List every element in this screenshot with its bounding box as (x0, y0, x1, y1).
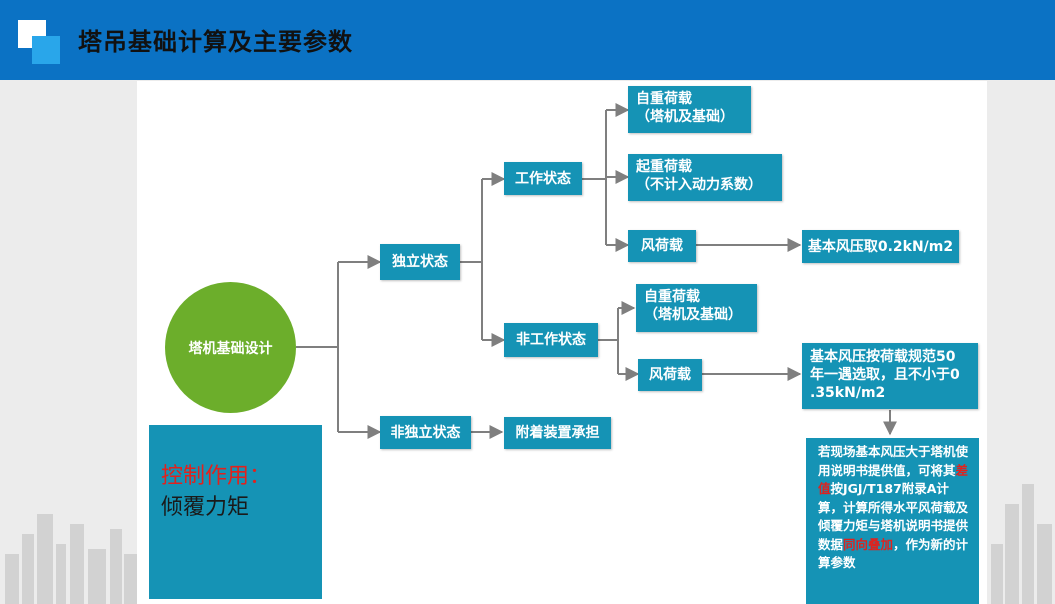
header-bar: 塔吊基础计算及主要参数 (0, 0, 1055, 80)
node-wind-load-non-working: 风荷载 (638, 359, 702, 391)
city-silhouette-left (5, 514, 137, 604)
control-title: 控制作用： (161, 464, 272, 489)
node-attachment-device: 附着装置承担 (504, 417, 611, 449)
note-highlight-superpose: 同向叠加 (843, 536, 894, 552)
root-node-tower-foundation: 塔机基础设计 (165, 282, 296, 413)
node-label: 自重荷载 (644, 289, 700, 305)
note-text-2: 按JGJ/T187附录A计算，计算所得水平风荷载及倾覆力矩与塔机说明书提供数据 (818, 481, 969, 552)
node-wind-pressure-non-working: 基本风压按荷载规范50 年一遇选取，且不小于0 .35kN/m2 (802, 343, 978, 409)
page-title: 塔吊基础计算及主要参数 (78, 28, 353, 56)
node-wind-load-working: 风荷载 (628, 230, 696, 262)
node-line-1: 基本风压按荷载规范50 (810, 349, 956, 365)
logo-accent-icon (32, 36, 60, 64)
node-sublabel: （塔机及基础） (644, 307, 742, 323)
note-text-3: ，作为新的计算参数 (818, 536, 969, 571)
node-lifting-load: 起重荷载 （不计入动力系数） (628, 154, 782, 201)
node-line-3: .35kN/m2 (810, 385, 886, 401)
node-non-working-state: 非工作状态 (504, 323, 598, 357)
node-sublabel: （塔机及基础） (636, 109, 734, 125)
node-label: 起重荷载 (636, 159, 692, 175)
note-highlight-difference: 差值 (818, 462, 969, 497)
control-effect-box: 控制作用： 倾覆力矩 (149, 425, 322, 599)
node-self-weight-non-working: 自重荷载 （塔机及基础） (636, 284, 757, 332)
node-wind-pressure-working: 基本风压取0.2kN/m2 (802, 230, 959, 263)
city-silhouette-right (991, 484, 1052, 604)
wind-pressure-note: 若现场基本风压大于塔机使用说明书提供值，可将其差值按JGJ/T187附录A计算，… (806, 438, 979, 604)
control-value: 倾覆力矩 (161, 495, 250, 520)
node-self-weight-working: 自重荷载 （塔机及基础） (628, 86, 751, 133)
node-non-independent: 非独立状态 (380, 416, 471, 449)
node-label: 自重荷载 (636, 91, 692, 107)
node-line-2: 年一遇选取，且不小于0 (810, 367, 960, 383)
node-working-state: 工作状态 (504, 162, 582, 195)
node-sublabel: （不计入动力系数） (636, 177, 762, 193)
node-independent: 独立状态 (380, 244, 460, 280)
note-text-1: 若现场基本风压大于塔机使用说明书提供值，可将其 (818, 444, 969, 478)
